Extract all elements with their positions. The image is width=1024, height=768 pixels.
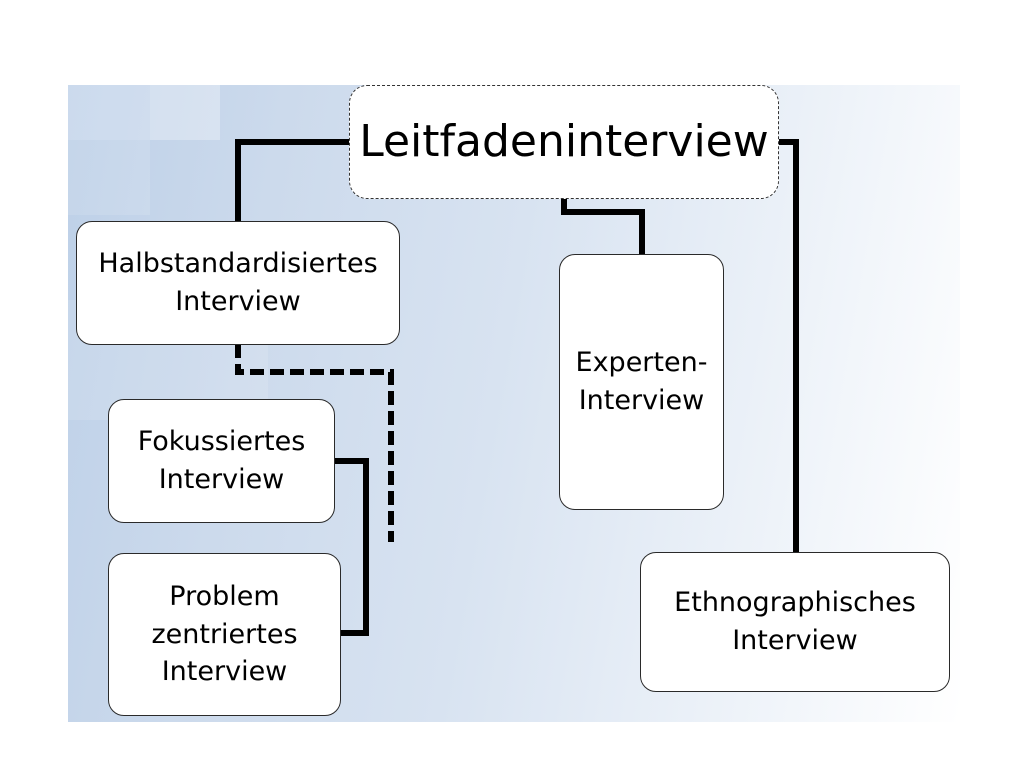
connector-halbstandardisiert-to-fokussiert [235, 344, 394, 542]
node-label-line: Interview [158, 464, 285, 495]
node-text: Problem zentriertes Interview [151, 578, 297, 691]
node-label-line: Interview [578, 385, 705, 416]
node-text: Fokussiertes Interview [138, 423, 306, 499]
node-label-line: Problem [169, 580, 280, 612]
connector-root-to-ethnographisch [779, 139, 799, 553]
node-label-line: Interview [161, 656, 288, 688]
node-label-line: Ethnographisches [674, 587, 916, 619]
node-label-line: Fokussiertes [137, 426, 306, 458]
connector-root-to-experten [561, 198, 645, 255]
node-label: Leitfadeninterview [359, 116, 769, 167]
node-fokussiertes-interview[interactable]: Fokussiertes Interview [108, 399, 335, 523]
background-tile [68, 140, 150, 215]
node-ethnographisches-interview[interactable]: Ethnographisches Interview [640, 552, 950, 692]
background-tile [150, 85, 220, 140]
node-label-line: Halbstandardisiertes [98, 248, 378, 280]
node-leitfadeninterview[interactable]: Leitfadeninterview [349, 85, 779, 199]
node-problemzentriertes-interview[interactable]: Problem zentriertes Interview [108, 553, 341, 716]
node-text: Halbstandardisiertes Interview [98, 245, 377, 321]
node-text: Experten- Interview [576, 344, 708, 420]
node-label-line: Interview [732, 625, 858, 656]
node-text: Ethnographisches Interview [674, 584, 916, 660]
connector-root-to-halbstandardisiert [235, 139, 350, 222]
node-halbstandardisiertes-interview[interactable]: Halbstandardisiertes Interview [76, 221, 400, 345]
node-experten-interview[interactable]: Experten- Interview [559, 254, 724, 510]
connector-fokussiert-to-problem [334, 458, 369, 636]
node-label-line: Interview [175, 286, 301, 317]
node-label-line: zentriertes [151, 618, 298, 650]
background-tile [68, 85, 150, 140]
node-label-line: Experten- [575, 347, 708, 379]
